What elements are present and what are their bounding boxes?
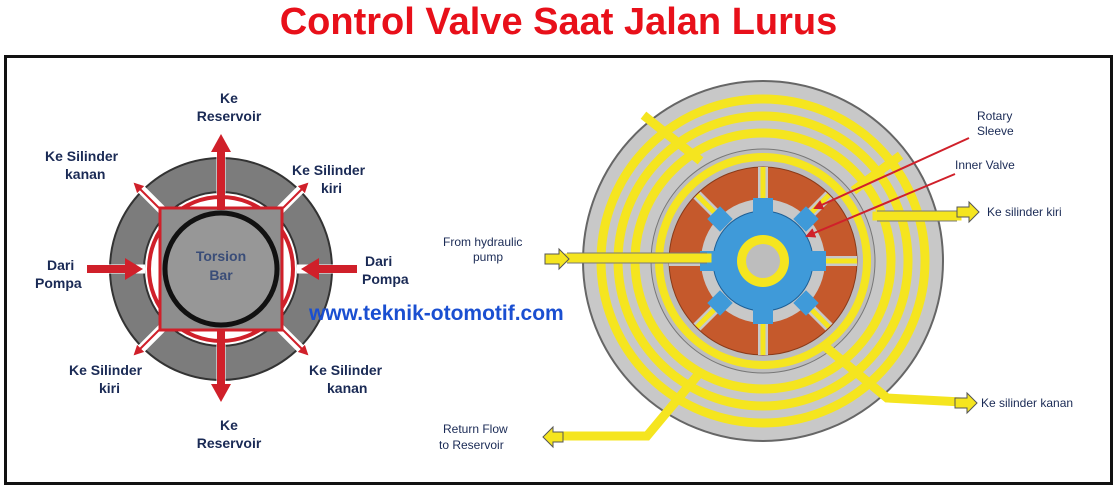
label-bottom-left-cylinder-2: kiri bbox=[99, 380, 120, 396]
arrow-from-pump-left-shaft bbox=[87, 265, 127, 273]
arrow-from-pump-right-shaft bbox=[317, 265, 357, 273]
diagram-frame: Torsion Bar Ke Reservoir Ke Reservoir Da… bbox=[4, 55, 1113, 485]
inner-valve-gear bbox=[700, 198, 826, 324]
torsion-label-1: Torsion bbox=[196, 248, 246, 264]
label-top-right-cylinder-1: Ke Silinder bbox=[292, 162, 366, 178]
label-from-pump-2: pump bbox=[473, 250, 503, 264]
torsion-label-2: Bar bbox=[209, 267, 233, 283]
flow-arrows bbox=[87, 134, 357, 402]
label-top-right-cylinder-2: kiri bbox=[321, 180, 342, 196]
label-top-left-cylinder-2: kanan bbox=[65, 166, 105, 182]
page-title: Control Valve Saat Jalan Lurus bbox=[279, 1, 838, 43]
label-from-pump-1: From hydraulic bbox=[443, 235, 522, 249]
pointer-arrows bbox=[805, 137, 970, 238]
arrow-from-pump-right-head bbox=[301, 258, 319, 280]
watermark-url: www.teknik-otomotif.com bbox=[308, 302, 564, 325]
passage-top-right bbox=[850, 151, 904, 195]
arrow-from-pump-icon bbox=[544, 247, 570, 271]
passage-to-right-cylinder bbox=[820, 341, 967, 407]
left-valve-diagram: Torsion Bar Ke Reservoir Ke Reservoir Da… bbox=[35, 90, 409, 451]
label-return-flow-1: Return Flow bbox=[443, 422, 508, 436]
label-to-left-cylinder: Ke silinder kiri bbox=[987, 205, 1062, 219]
label-to-right-cylinder: Ke silinder kanan bbox=[981, 396, 1073, 410]
label-top-reservoir-2: Reservoir bbox=[197, 108, 262, 124]
label-left-pump-2: Pompa bbox=[35, 275, 82, 291]
label-return-flow-2: to Reservoir bbox=[439, 438, 504, 452]
label-right-pump-1: Dari bbox=[365, 253, 392, 269]
label-bottom-right-cylinder-1: Ke Silinder bbox=[309, 362, 383, 378]
arrow-to-right-cylinder-icon bbox=[954, 391, 978, 415]
label-bottom-left-cylinder-1: Ke Silinder bbox=[69, 362, 143, 378]
label-top-left-cylinder-1: Ke Silinder bbox=[45, 148, 119, 164]
arrow-return-icon bbox=[542, 425, 564, 449]
passage-return bbox=[562, 369, 704, 441]
label-bottom-reservoir-2: Reservoir bbox=[197, 435, 262, 451]
torsion-bar-circle bbox=[162, 210, 280, 328]
label-rotary-sleeve-1: Rotary bbox=[977, 109, 1012, 123]
arrow-to-reservoir-top-head bbox=[211, 134, 231, 152]
yellow-arrows bbox=[542, 200, 980, 449]
pointer-inner-valve bbox=[805, 173, 956, 238]
diagonal-arrows bbox=[133, 182, 309, 356]
arrow-to-left-cylinder-icon bbox=[956, 200, 980, 224]
label-right-pump-2: Pompa bbox=[362, 271, 409, 287]
right-valve-diagram: Rotary Sleeve Inner Valve From hydraulic… bbox=[439, 80, 1073, 452]
label-left-pump-1: Dari bbox=[47, 257, 74, 273]
label-inner-valve: Inner Valve bbox=[955, 158, 1015, 172]
arrow-to-reservoir-top-shaft bbox=[217, 150, 225, 210]
fluid-passages bbox=[562, 111, 967, 441]
passage-top-left bbox=[640, 111, 704, 165]
label-top-reservoir-1: Ke bbox=[220, 90, 238, 106]
label-bottom-reservoir-1: Ke bbox=[220, 417, 238, 433]
arrow-to-reservoir-bottom-shaft bbox=[217, 330, 225, 386]
arrow-from-pump-left-head bbox=[125, 258, 143, 280]
pointer-rotary-sleeve bbox=[813, 137, 970, 210]
arrow-to-reservoir-bottom-head bbox=[211, 384, 231, 402]
label-bottom-right-cylinder-2: kanan bbox=[327, 380, 367, 396]
label-rotary-sleeve-2: Sleeve bbox=[977, 124, 1014, 138]
diagram-canvas: Torsion Bar Ke Reservoir Ke Reservoir Da… bbox=[35, 80, 1073, 452]
